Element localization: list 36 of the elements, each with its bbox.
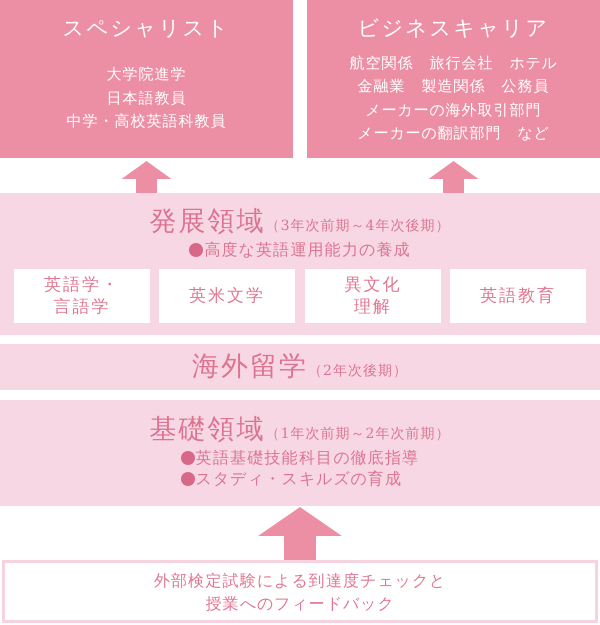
period-note: （2年次後期） (308, 362, 408, 381)
field-box (14, 269, 150, 323)
stage-heading: 海外留学 (192, 350, 308, 384)
career-list-line: メーカーの翻訳部門 など (358, 123, 550, 144)
field-label: 英語学・言語学 (43, 274, 121, 318)
stage-band (0, 193, 600, 335)
feedback-text: 外部検定試験による到達度チェックと授業へのフィードバック (152, 570, 448, 614)
stage-band (0, 344, 600, 390)
block-arrow (258, 507, 342, 560)
block-arrow (428, 161, 478, 193)
field-box (305, 269, 441, 323)
bullet-text: 英語基礎技能科目の徹底指導 (196, 448, 420, 468)
period-note: （1年次前期～2年次前期） (266, 425, 450, 444)
career-list-line: 中学・高校英語科教員 (66, 111, 226, 132)
career-list-line: 金融業 製造関係 公務員 (358, 76, 550, 97)
career-list-line: 日本語教員 (106, 88, 186, 109)
career-list-line: 航空関係 旅行会社 ホテル (350, 52, 558, 74)
field-label: 異文化理解 (344, 274, 402, 318)
period-note: （3年次前期～4年次後期） (266, 217, 450, 236)
field-box (450, 269, 586, 323)
bullet-text: 高度な英語運用能力の養成 (204, 240, 411, 260)
career-heading: スペシャリスト (62, 15, 230, 42)
feedback-box (2, 560, 598, 623)
field-label: 英語教育 (480, 285, 556, 307)
career-box (307, 0, 600, 158)
stage-heading: 基礎領域 (150, 413, 266, 447)
field-label: 英米文学 (189, 285, 265, 307)
stage-band (0, 400, 600, 506)
stage-heading: 発展領域 (150, 205, 266, 239)
career-box (0, 0, 293, 158)
career-heading: ビジネスキャリア (358, 15, 550, 42)
career-list-line: 大学院進学 (106, 64, 186, 86)
field-box (159, 269, 295, 323)
bullet-text: スタディ・スキルズの育成 (196, 468, 402, 489)
career-list-line: メーカーの海外取引部門 (366, 100, 542, 120)
block-arrow (122, 161, 172, 193)
